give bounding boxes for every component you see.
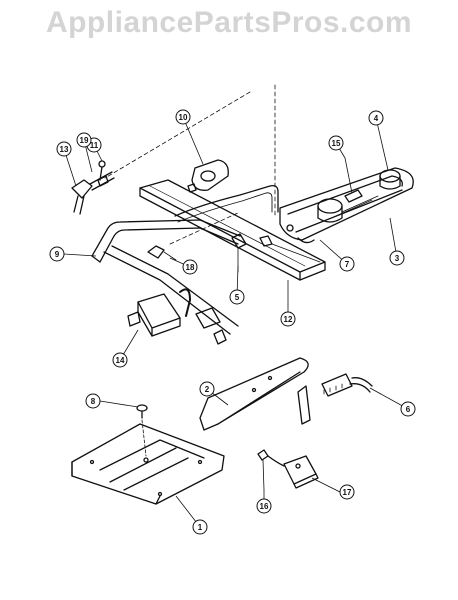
svg-text:7: 7 (345, 260, 350, 269)
callout-7: 7 (339, 256, 355, 272)
callout-14: 14 (112, 352, 128, 368)
watermark-text: AppliancePartsPros.com (45, 6, 413, 39)
screw (136, 404, 148, 419)
callout-17: 17 (339, 484, 355, 500)
callout-6: 6 (400, 401, 416, 417)
svg-text:2: 2 (205, 385, 210, 394)
main-gas-pipe (91, 219, 241, 335)
svg-text:13: 13 (60, 145, 69, 154)
svg-text:5: 5 (235, 293, 240, 302)
svg-text:3: 3 (395, 254, 400, 263)
svg-text:1: 1 (198, 523, 203, 532)
svg-text:11: 11 (90, 141, 99, 150)
callout-1: 1 (192, 519, 208, 535)
svg-text:18: 18 (186, 263, 195, 272)
callout-12: 12 (280, 311, 296, 327)
pipe-connector (147, 245, 177, 261)
callout-5: 5 (229, 289, 245, 305)
valve-block (127, 288, 227, 345)
svg-text:8: 8 (91, 397, 96, 406)
callout-2: 2 (199, 381, 215, 397)
spark-electrode (344, 157, 363, 203)
burner-bracket (199, 357, 311, 431)
svg-text:14: 14 (116, 356, 125, 365)
callout-9: 9 (49, 246, 65, 262)
svg-text:15: 15 (332, 139, 341, 148)
svg-text:6: 6 (406, 405, 411, 414)
callout-16: 16 (256, 498, 272, 514)
callouts: 1 2 3 4 5 6 7 8 9 10 11 12 13 14 15 16 1… (49, 109, 416, 535)
spark-module (257, 449, 319, 491)
alignment-lines (104, 84, 276, 245)
svg-text:17: 17 (343, 488, 352, 497)
callout-19: 19 (76, 132, 92, 148)
rear-gas-tube (174, 184, 279, 217)
base-pan (71, 423, 225, 505)
manifold-bracket (139, 179, 326, 281)
callout-15: 15 (328, 135, 344, 151)
ignitor-assembly (71, 160, 115, 215)
svg-text:4: 4 (374, 114, 379, 123)
svg-text:10: 10 (179, 113, 188, 122)
callout-8: 8 (85, 393, 101, 409)
callout-3: 3 (389, 250, 405, 266)
svg-text:9: 9 (55, 250, 60, 259)
callout-10: 10 (175, 109, 191, 125)
ignition-connector (321, 373, 373, 397)
callout-13: 13 (56, 141, 72, 157)
valve-top (187, 159, 229, 193)
svg-text:19: 19 (80, 136, 89, 145)
svg-text:12: 12 (284, 315, 293, 324)
burner-manifold (279, 167, 414, 244)
svg-text:16: 16 (260, 502, 269, 511)
orifice-fitting (259, 235, 321, 263)
callout-18: 18 (182, 259, 198, 275)
callout-4: 4 (368, 110, 384, 126)
